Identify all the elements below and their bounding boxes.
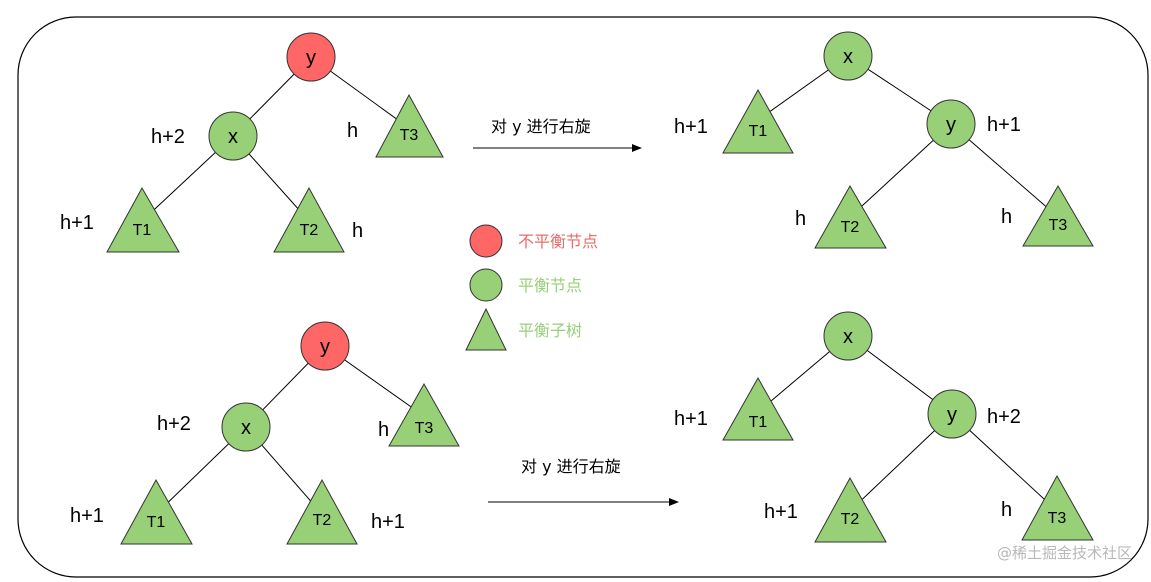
height-label: h+2 bbox=[157, 413, 191, 435]
balanced-subtree bbox=[1021, 474, 1094, 541]
balanced-subtree bbox=[814, 184, 887, 249]
balanced-node bbox=[927, 389, 977, 439]
diagram-frame bbox=[17, 16, 1149, 578]
subtree-label: T3 bbox=[1048, 510, 1067, 527]
balanced-subtree bbox=[722, 376, 794, 441]
legend-balanced-node-label: 平衡节点 bbox=[518, 276, 582, 295]
balanced-subtree bbox=[722, 88, 794, 154]
case1-after-tree: x T1 y T2 T3 h+1 h+1 h h bbox=[674, 31, 1094, 249]
height-label: h bbox=[347, 120, 358, 142]
height-label: h+1 bbox=[987, 114, 1021, 136]
balanced-subtree bbox=[1022, 185, 1094, 247]
case1-before-tree: y x T3 T1 T2 h+2 h h+1 h bbox=[60, 32, 444, 253]
legend-balanced-node-swatch bbox=[469, 268, 503, 302]
legend-balanced-subtree-label: 平衡子树 bbox=[518, 321, 582, 340]
balanced-node bbox=[926, 99, 976, 149]
rotation-arrow-label: 对 y 进行右旋 bbox=[491, 117, 591, 136]
subtree-label: T2 bbox=[300, 222, 319, 239]
balanced-subtree bbox=[375, 93, 444, 158]
unbalanced-node bbox=[300, 321, 350, 371]
subtree-label: T1 bbox=[749, 123, 768, 140]
subtree-label: T3 bbox=[1049, 217, 1068, 234]
height-label: h bbox=[1001, 499, 1012, 521]
subtree-label: T2 bbox=[313, 512, 332, 529]
height-label: h+1 bbox=[674, 116, 708, 138]
height-label: h bbox=[1001, 206, 1012, 228]
height-label: h+2 bbox=[987, 406, 1021, 428]
rotation-arrow-label: 对 y 进行右旋 bbox=[521, 457, 621, 476]
subtree-label: T1 bbox=[147, 514, 166, 531]
node-label: x bbox=[843, 326, 853, 348]
node-label: y bbox=[306, 47, 316, 69]
subtree-label: T3 bbox=[415, 420, 434, 437]
height-label: h+1 bbox=[70, 505, 104, 527]
balanced-subtree bbox=[388, 382, 460, 447]
legend: 不平衡节点 平衡节点 平衡子树 bbox=[465, 224, 598, 351]
height-label: h+1 bbox=[60, 212, 94, 234]
unbalanced-node bbox=[286, 32, 336, 82]
node-label: x bbox=[228, 126, 238, 148]
node-label: y bbox=[320, 336, 330, 358]
balanced-node bbox=[823, 31, 873, 81]
balanced-node bbox=[221, 402, 271, 452]
balanced-subtree bbox=[106, 186, 180, 253]
node-label: x bbox=[843, 46, 853, 68]
legend-unbalanced-node-label: 不平衡节点 bbox=[518, 232, 598, 251]
subtree-label: T1 bbox=[749, 414, 768, 431]
height-label: h bbox=[795, 208, 806, 230]
node-label: y bbox=[947, 404, 957, 426]
case2-after-tree: x T1 y T2 T3 h+1 h+2 h+1 h bbox=[674, 311, 1094, 543]
legend-balanced-subtree-swatch bbox=[465, 307, 507, 351]
balanced-subtree bbox=[814, 476, 887, 543]
watermark: @稀土掘金技术社区 bbox=[997, 544, 1132, 562]
height-label: h+1 bbox=[371, 511, 405, 533]
balanced-subtree bbox=[286, 478, 358, 545]
balanced-node bbox=[208, 111, 258, 161]
height-label: h bbox=[378, 419, 389, 441]
height-label: h+2 bbox=[151, 126, 185, 148]
subtree-label: T2 bbox=[841, 511, 860, 528]
balanced-subtree bbox=[273, 186, 345, 253]
legend-unbalanced-node-swatch bbox=[469, 224, 503, 258]
height-label: h+1 bbox=[764, 501, 798, 523]
balanced-subtree bbox=[120, 478, 193, 545]
subtree-label: T3 bbox=[400, 127, 419, 144]
subtree-label: T1 bbox=[133, 222, 152, 239]
node-label: x bbox=[241, 417, 251, 439]
balanced-node bbox=[823, 311, 873, 361]
case2-before-tree: y x T3 T1 T2 h+2 h h+1 h+1 bbox=[70, 321, 460, 545]
node-label: y bbox=[946, 114, 956, 136]
height-label: h+1 bbox=[674, 408, 708, 430]
height-label: h bbox=[352, 220, 363, 242]
subtree-label: T2 bbox=[841, 219, 860, 236]
